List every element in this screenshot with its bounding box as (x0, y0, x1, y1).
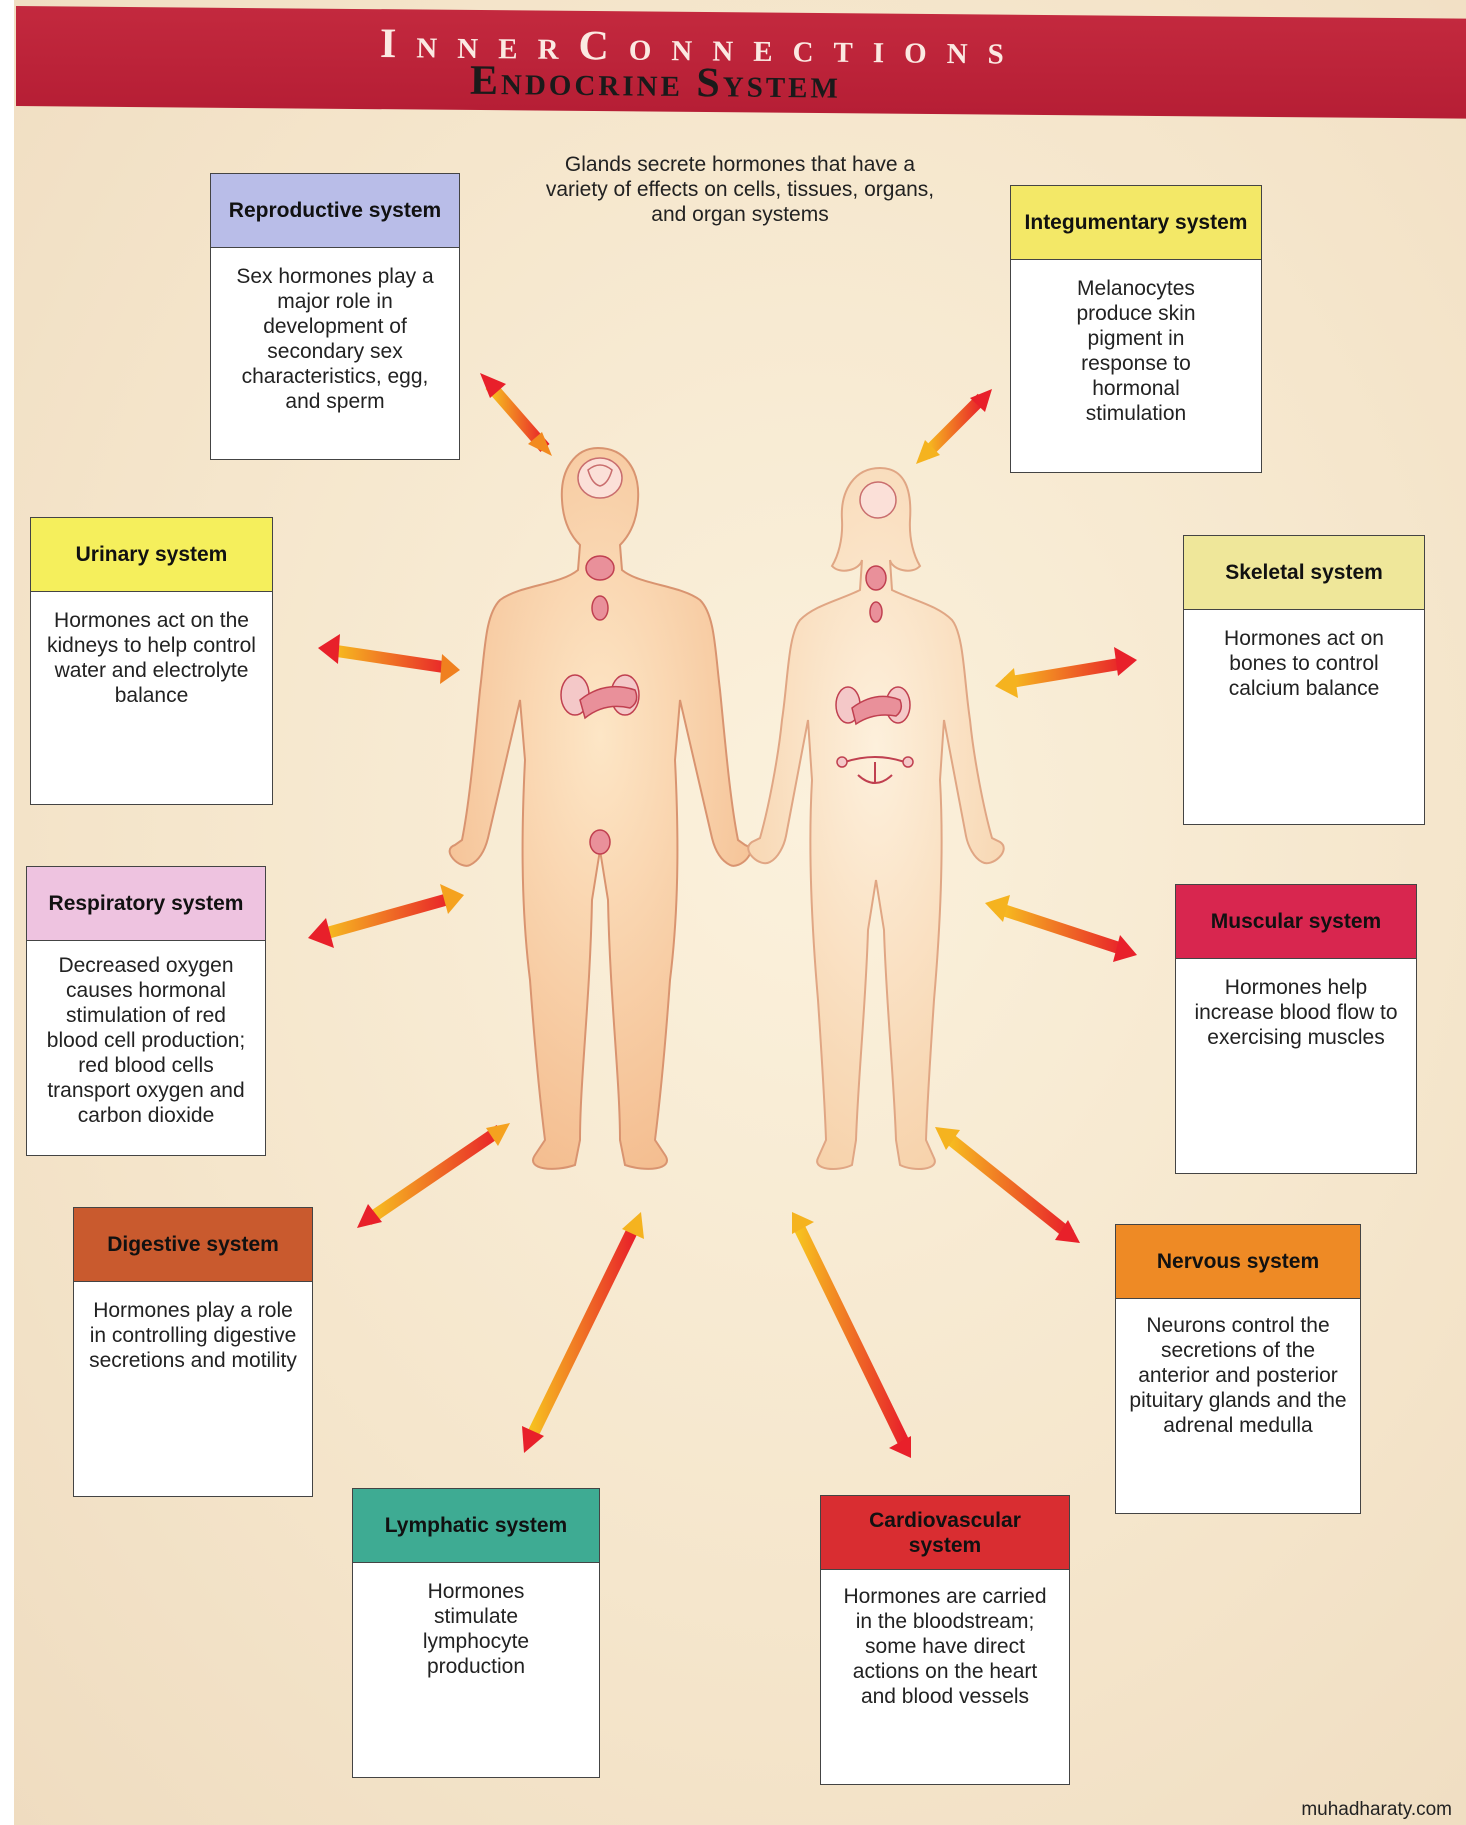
box-muscular-header: Muscular system (1176, 885, 1416, 959)
box-urinary-text: Hormones act on the kidneys to help cont… (47, 609, 256, 707)
box-reproductive: Reproductive system Sex hormones play a … (210, 173, 460, 460)
box-integumentary-header: Integumentary system (1011, 186, 1261, 260)
box-reproductive-header: Reproductive system (211, 174, 459, 248)
box-muscular-title: Muscular system (1210, 910, 1382, 933)
box-integumentary-text: Melanocytes produce skin pigment in resp… (1076, 277, 1196, 425)
arrow-skeletal (995, 647, 1137, 698)
box-digestive-text: Hormones play a role in controlling dige… (89, 1299, 297, 1372)
box-lymphatic: Lymphatic system Hormones stimulate lymp… (352, 1488, 600, 1778)
box-digestive-title: Digestive system (107, 1233, 279, 1256)
arrow-cardiovascular (792, 1212, 911, 1458)
box-urinary-title: Urinary system (75, 543, 228, 566)
box-respiratory-text: Decreased oxygen causes hormonal stimula… (46, 954, 246, 1127)
box-skeletal: Skeletal system Hormones act on bones to… (1183, 535, 1425, 825)
box-nervous-text: Neurons control the secretions of the an… (1129, 1314, 1347, 1437)
page-edge (0, 0, 14, 1825)
box-skeletal-text: Hormones act on bones to control calcium… (1224, 627, 1384, 700)
box-urinary: Urinary system Hormones act on the kidne… (30, 517, 273, 805)
arrow-reproductive (480, 373, 552, 456)
arrow-lymphatic (522, 1212, 644, 1453)
box-lymphatic-title: Lymphatic system (384, 1514, 568, 1537)
box-nervous: Nervous system Neurons control the secre… (1115, 1224, 1361, 1514)
box-respiratory: Respiratory system Decreased oxygen caus… (26, 866, 266, 1156)
box-cardiovascular-header: Cardiovascular system (821, 1496, 1069, 1570)
box-cardiovascular: Cardiovascular system Hormones are carri… (820, 1495, 1070, 1785)
box-skeletal-title: Skeletal system (1225, 561, 1383, 584)
box-lymphatic-text: Hormones stimulate lymphocyte production (422, 1580, 530, 1678)
box-integumentary-title: Integumentary system (1024, 211, 1248, 234)
box-reproductive-title: Reproductive system (228, 199, 442, 222)
arrow-digestive (357, 1123, 510, 1228)
box-digestive: Digestive system Hormones play a role in… (73, 1207, 313, 1497)
box-lymphatic-header: Lymphatic system (353, 1489, 599, 1563)
box-respiratory-header: Respiratory system (27, 867, 265, 941)
female-figure (747, 466, 1005, 1171)
box-nervous-header: Nervous system (1116, 1225, 1360, 1299)
box-cardiovascular-title: Cardiovascular system (869, 1508, 1021, 1557)
box-muscular: Muscular system Hormones help increase b… (1175, 884, 1417, 1174)
box-skeletal-header: Skeletal system (1184, 536, 1424, 610)
box-respiratory-title: Respiratory system (48, 892, 244, 915)
arrow-nervous (935, 1127, 1080, 1243)
box-integumentary: Integumentary system Melanocytes produce… (1010, 185, 1262, 473)
male-figure (448, 446, 752, 1170)
arrow-respiratory (308, 884, 464, 948)
intro-text: Glands secrete hormones that have a vari… (545, 153, 935, 226)
box-cardiovascular-text: Hormones are carried in the bloodstream;… (843, 1585, 1047, 1708)
arrow-muscular (985, 895, 1137, 962)
arrow-integumentary (916, 389, 992, 464)
box-muscular-text: Hormones help increase blood flow to exe… (1194, 976, 1398, 1049)
box-reproductive-text: Sex hormones play a major role in develo… (236, 265, 434, 413)
arrow-urinary (318, 634, 460, 684)
watermark: muhadharaty.com (1301, 1799, 1452, 1820)
box-digestive-header: Digestive system (74, 1208, 312, 1282)
box-nervous-title: Nervous system (1156, 1250, 1320, 1273)
box-urinary-header: Urinary system (31, 518, 272, 592)
